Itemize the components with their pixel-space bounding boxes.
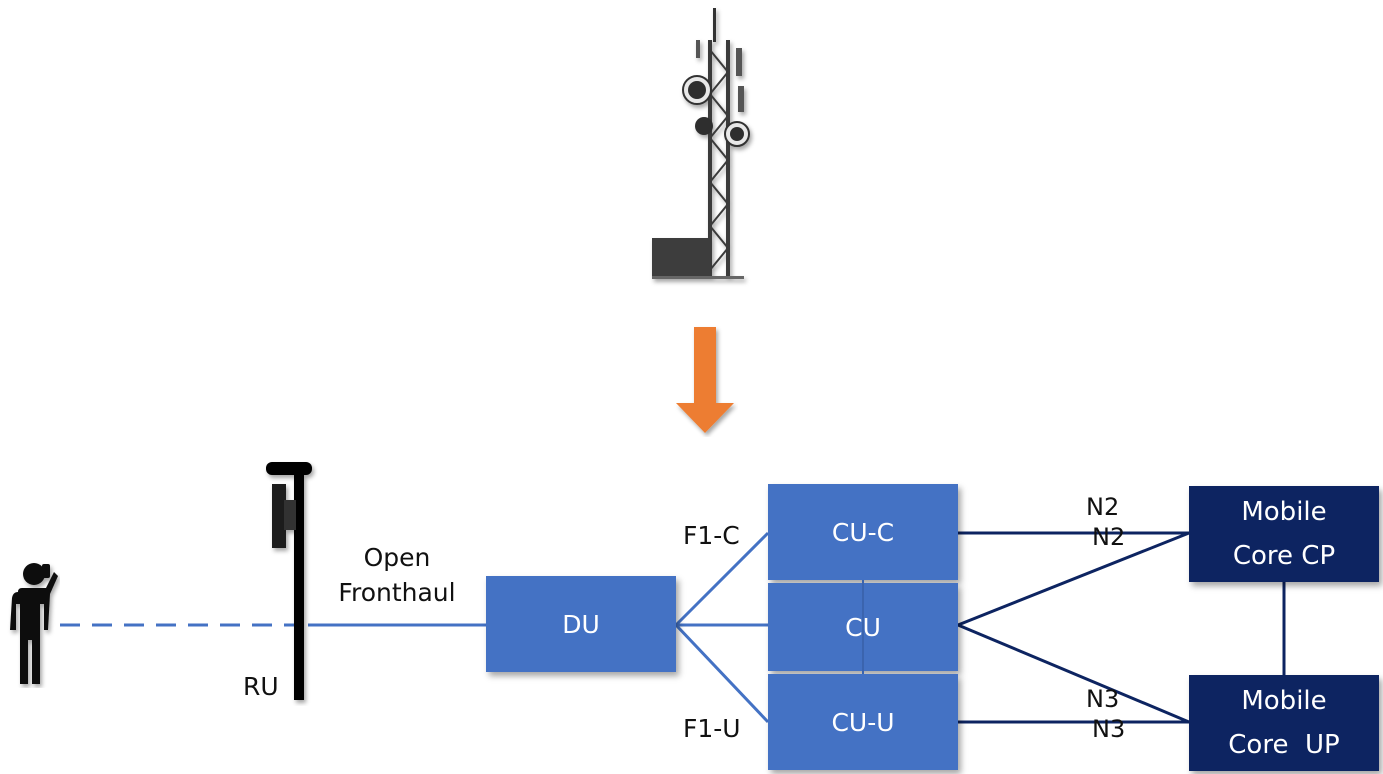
n2-label-lower: N2 bbox=[1092, 523, 1126, 551]
n3-label-lower: N3 bbox=[1092, 715, 1126, 743]
mobile-core-cp-box: Mobile Core CP bbox=[1189, 486, 1379, 582]
n2-label-upper: N2 bbox=[1086, 493, 1120, 521]
du-box: DU bbox=[486, 576, 676, 672]
cu-u-box: CU-U bbox=[768, 674, 958, 770]
mobile-core-cp-line1: Mobile bbox=[1241, 497, 1327, 527]
n2-link-cu bbox=[957, 531, 1190, 627]
du-box-label: DU bbox=[562, 609, 600, 639]
mobile-core-up-line2: Core UP bbox=[1228, 730, 1340, 760]
f1c-label: F1-C bbox=[683, 521, 740, 550]
n3-link-cu bbox=[957, 623, 1190, 724]
mobile-core-cp-line2: Core CP bbox=[1232, 541, 1336, 571]
fronthaul-label: Open Fronthaul bbox=[322, 540, 472, 610]
cu-u-box-label: CU-U bbox=[831, 707, 895, 737]
fronthaul-label-line1: Open bbox=[363, 543, 431, 572]
down-arrow-icon bbox=[676, 327, 734, 433]
person-phone-icon bbox=[10, 563, 58, 684]
fronthaul-label-line2: Fronthaul bbox=[338, 578, 456, 607]
f1u-label: F1-U bbox=[683, 714, 741, 743]
f1u-link bbox=[674, 623, 770, 724]
ru-label: RU bbox=[243, 672, 279, 701]
cu-divider bbox=[862, 580, 864, 674]
cu-c-box-label: CU-C bbox=[831, 517, 895, 547]
cu-c-box: CU-C bbox=[768, 484, 958, 580]
cell-tower-icon bbox=[652, 8, 750, 279]
n3-label-upper: N3 bbox=[1086, 685, 1120, 713]
f1c-link bbox=[674, 531, 770, 627]
mobile-core-up-box: Mobile Core UP bbox=[1189, 675, 1379, 771]
ru-pole-icon bbox=[266, 462, 312, 700]
mobile-core-up-line1: Mobile bbox=[1241, 686, 1327, 716]
